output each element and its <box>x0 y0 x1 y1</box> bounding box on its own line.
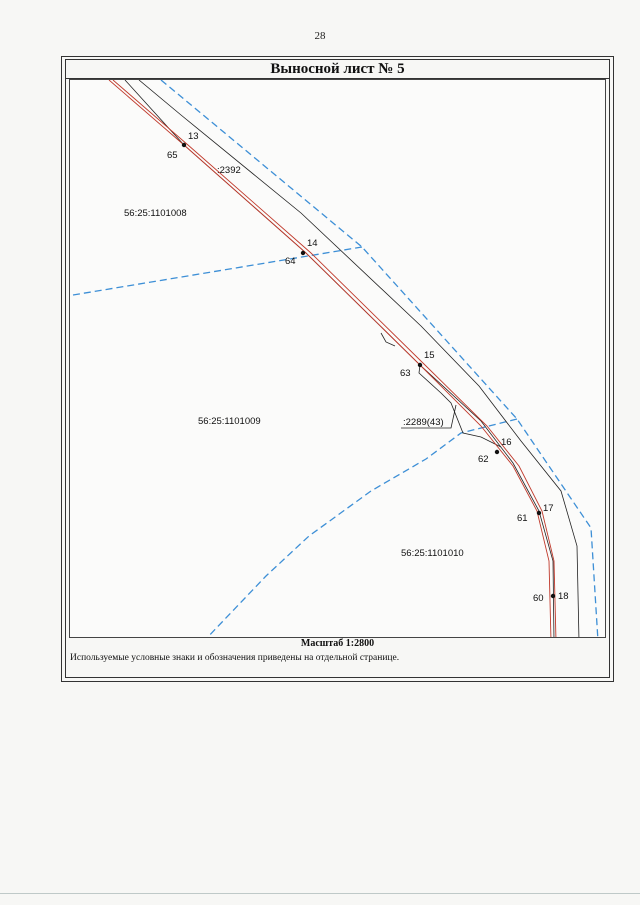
block-label-1010: 56:25:1101010 <box>401 548 464 559</box>
survey-point-14 <box>300 250 306 256</box>
parcel-label-2289: :2289(43) <box>403 417 444 428</box>
point-label-13: 13 <box>188 131 199 142</box>
block-boundary-north <box>72 246 363 296</box>
point-label-60: 60 <box>533 593 544 604</box>
sheet-outer-border <box>61 56 614 682</box>
map-frame: 13 65 14 64 15 63 16 62 17 61 18 60 56:2… <box>69 79 606 638</box>
point-label-64: 64 <box>285 256 296 267</box>
point-label-17: 17 <box>543 503 554 514</box>
point-label-16: 16 <box>501 437 512 448</box>
route-line-left <box>108 80 552 637</box>
block-label-1009: 56:25:1101009 <box>198 416 261 427</box>
legend-footnote: Используемые условные знаки и обозначени… <box>70 653 400 663</box>
route-line-right <box>112 80 557 637</box>
sheet-inner-border <box>65 59 610 678</box>
point-label-61: 61 <box>517 513 528 524</box>
point-label-14: 14 <box>307 238 318 249</box>
survey-point-15 <box>417 362 423 368</box>
survey-point-18 <box>550 593 556 599</box>
point-label-15: 15 <box>424 350 435 361</box>
parcel-2289-leader <box>401 404 457 429</box>
parcel-2289-outline <box>418 364 502 448</box>
block-boundary-middle <box>206 418 518 637</box>
point-label-65: 65 <box>167 150 178 161</box>
parcel-label-2392: :2392 <box>217 165 241 176</box>
ditch-notch <box>380 332 396 347</box>
point-label-62: 62 <box>478 454 489 465</box>
page-number: 28 <box>314 30 326 42</box>
scan-edge <box>0 893 640 894</box>
block-label-1008: 56:25:1101008 <box>124 208 187 219</box>
parcel-lines <box>124 80 580 637</box>
block-boundaries <box>72 80 599 637</box>
route-lines <box>108 80 557 637</box>
survey-point-13 <box>181 142 187 148</box>
parcel-2392-edge-inner <box>124 80 555 637</box>
block-boundary-east <box>160 80 599 637</box>
point-label-18: 18 <box>558 591 569 602</box>
scale-label: Масштаб 1:2800 <box>300 638 375 649</box>
survey-points: 13 65 14 64 15 63 16 62 17 61 18 60 <box>167 131 569 604</box>
point-label-63: 63 <box>400 368 411 379</box>
survey-point-16 <box>494 449 500 455</box>
title-divider <box>66 78 609 79</box>
parcel-2392-edge-outer <box>138 80 580 637</box>
survey-point-17 <box>536 510 542 516</box>
sheet-title: Выносной лист № 5 <box>270 61 405 77</box>
cadastral-map: 13 65 14 64 15 63 16 62 17 61 18 60 56:2… <box>72 80 599 637</box>
